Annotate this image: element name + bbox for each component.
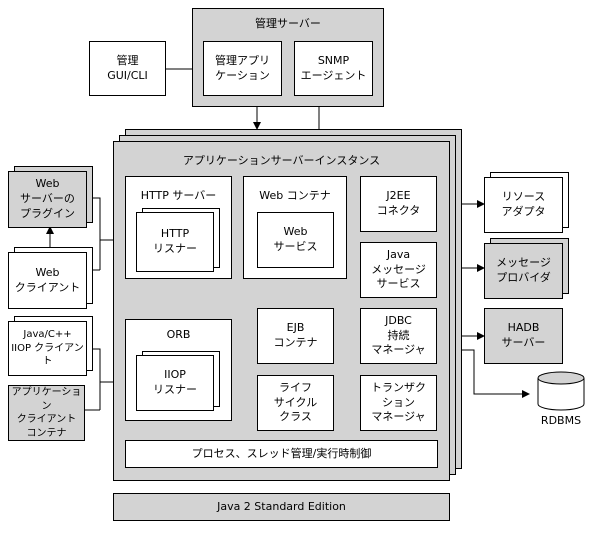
web-plugin-label: Web サーバーの プラグイン xyxy=(20,177,75,220)
rdbms-cylinder-icon xyxy=(537,371,585,411)
management-gui-cli-box: 管理 GUI/CLI xyxy=(89,41,166,96)
resource-adapter-label: リソース アダプタ xyxy=(501,190,546,218)
jdbc-manager-box: JDBC 持続 マネージャ xyxy=(360,308,437,364)
app-client-container-label: アプリケーション クライアント コンテナ xyxy=(11,387,82,439)
lifecycle-class-label: ライフ サイクル クラス xyxy=(273,380,318,424)
message-provider-box: メッセージ プロバイダ xyxy=(484,243,563,299)
snmp-agent-label: SNMP エージェント xyxy=(300,53,367,82)
iiop-listener-box: IIOP リスナー xyxy=(136,355,214,411)
http-listener-box: HTTP リスナー xyxy=(136,212,214,272)
web-plugin-box: Web サーバーの プラグイン xyxy=(8,171,87,228)
rdbms-label: RDBMS xyxy=(540,414,582,427)
web-service-label: Web サービス xyxy=(273,225,318,253)
process-thread-control-label: プロセス、スレッド管理/実行時制御 xyxy=(191,446,372,460)
http-listener-label: HTTP リスナー xyxy=(153,227,197,255)
web-container-title: Web コンテナ xyxy=(259,189,331,202)
management-app-box: 管理アプリ ケーション xyxy=(203,41,282,96)
java-message-service-label: Java メッセージ サービス xyxy=(371,247,426,291)
hadb-server-label: HADB サーバー xyxy=(501,321,546,349)
java-iiop-client-label: Java/C++ IIOP クライアント xyxy=(11,329,84,368)
ejb-container-box: EJB コンテナ xyxy=(257,308,334,364)
java-message-service-box: Java メッセージ サービス xyxy=(360,242,437,298)
j2ee-connector-box: J2EE コネクタ xyxy=(360,176,437,232)
management-app-label: 管理アプリ ケーション xyxy=(215,53,270,82)
management-server-title: 管理サーバー xyxy=(255,17,321,30)
java-standard-edition-bar: Java 2 Standard Edition xyxy=(113,493,450,521)
management-gui-cli-label: 管理 GUI/CLI xyxy=(107,53,148,82)
resource-adapter-box: リソース アダプタ xyxy=(484,177,563,233)
java-standard-edition-label: Java 2 Standard Edition xyxy=(217,499,346,513)
lifecycle-class-box: ライフ サイクル クラス xyxy=(257,375,334,431)
http-server-title: HTTP サーバー xyxy=(140,189,217,202)
iiop-listener-label: IIOP リスナー xyxy=(153,368,197,396)
snmp-agent-box: SNMP エージェント xyxy=(294,41,373,96)
message-provider-label: メッセージ プロバイダ xyxy=(496,256,551,284)
instance-title: アプリケーションサーバーインスタンス xyxy=(182,154,381,167)
web-client-box: Web クライアント xyxy=(8,252,87,309)
j2ee-connector-label: J2EE コネクタ xyxy=(376,189,421,217)
web-service-box: Web サービス xyxy=(257,212,334,268)
app-client-container-box: アプリケーション クライアント コンテナ xyxy=(8,385,85,441)
ejb-container-label: EJB コンテナ xyxy=(273,321,318,349)
transaction-manager-box: トランザク ション マネージャ xyxy=(360,375,437,431)
process-thread-control-bar: プロセス、スレッド管理/実行時制御 xyxy=(125,440,438,468)
web-client-label: Web クライアント xyxy=(14,265,81,294)
hadb-server-box: HADB サーバー xyxy=(484,308,563,364)
jdbc-manager-label: JDBC 持続 マネージャ xyxy=(371,313,426,357)
java-iiop-client-box: Java/C++ IIOP クライアント xyxy=(8,321,87,376)
orb-title: ORB xyxy=(166,328,191,341)
transaction-manager-label: トランザク ション マネージャ xyxy=(371,380,426,424)
